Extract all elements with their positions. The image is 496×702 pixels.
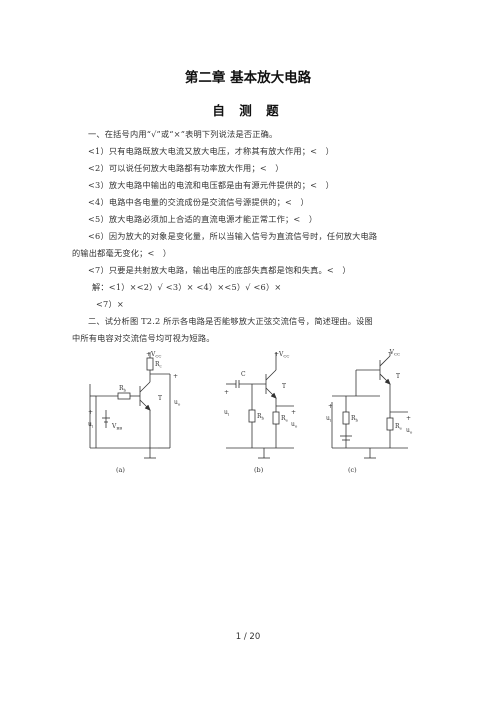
q1-item-6: <6）因为放大的对象是变化量，所以当输入信号为直流信号时，任何放大电路 <box>88 231 378 241</box>
q1-item-5: <5）放大电路必须加上合适的直流电源才能正常工作；< ） <box>88 214 318 224</box>
c-rb-label: Rb <box>351 415 359 423</box>
a-plus-out: + <box>173 373 178 380</box>
b-c-label: C <box>241 371 246 378</box>
q1-item-6-cont: 的输出都毫无变化；< ） <box>72 248 172 258</box>
q1-answer-line1: 解：<1）×<2）√ <3）× <4）×<5）√ <6）× <box>92 282 282 292</box>
a-rc-label: Rc <box>155 361 163 369</box>
b-vcc-label: +VCC <box>274 351 290 359</box>
a-uo-label: uo <box>174 399 181 407</box>
c-ui-label: ui <box>326 415 332 423</box>
q1-item-1: <1）只有电路既放大电流又放大电压，才称其有放大作用；< ） <box>88 146 334 156</box>
c-plus-out: + <box>406 415 411 422</box>
q1-item-4: <4）电路中各电量的交流成份是交流信号源提供的；< ） <box>88 197 309 207</box>
caption-b: (b) <box>254 466 264 474</box>
section-title: 自 测 题 <box>212 103 284 118</box>
a-t-label: T <box>158 395 162 402</box>
a-vcc-label: +VCC <box>146 351 162 359</box>
b-t-label: T <box>282 383 286 390</box>
q1-item-3: <3）放大电路中输出的电流和电压都是由有源元件提供的；< ） <box>88 180 334 190</box>
q2-line2: 中所有电容对交流信号均可视为短路。 <box>72 333 215 343</box>
caption-a: (a) <box>116 466 125 474</box>
caption-c: (c) <box>348 466 357 474</box>
q1-answer-line2: <7）× <box>96 299 124 309</box>
a-rb-label: Rb <box>119 385 127 393</box>
c-uo-label: uo <box>406 427 413 435</box>
b-ui-label: ui <box>224 409 230 417</box>
a-ui-label: ui <box>88 421 94 429</box>
b-plus-in: + <box>224 389 229 396</box>
b-rb-label: Rb <box>257 413 265 421</box>
c-neg-vcc-label: -VCC <box>388 349 400 357</box>
b-re-label: Re <box>281 415 289 423</box>
q1-item-2: <2）可以说任何放大电路都有功率放大作用；< ） <box>88 163 284 173</box>
circuit-figure-t2-2: +VCC Rc Rb T uo + + ui VBB (a) C +VCC T … <box>88 348 428 476</box>
a-vbb-label: VBB <box>111 423 122 431</box>
chapter-title: 第二章 基本放大电路 <box>184 70 312 86</box>
c-plus-in: + <box>328 403 333 410</box>
circuit-b <box>226 352 294 459</box>
circuit-a <box>89 352 171 459</box>
a-plus-in: + <box>88 409 93 416</box>
b-plus-out: + <box>291 409 296 416</box>
b-uo-label: uo <box>291 421 298 429</box>
c-t-label: T <box>396 373 400 380</box>
q1-item-7: <7）只要是共射放大电路，输出电压的底部失真都是饱和失真。< ） <box>88 265 351 275</box>
q1-intro: 一、在括号内用“√”或“×”表明下列说法是否正确。 <box>88 129 278 139</box>
c-re-label: Re <box>395 423 403 431</box>
page-number: 1 / 20 <box>235 632 261 642</box>
circuit-c <box>331 352 408 459</box>
q2-line1: 二、试分析图 T2.2 所示各电路是否能够放大正弦交流信号，简述理由。设图 <box>88 316 373 326</box>
